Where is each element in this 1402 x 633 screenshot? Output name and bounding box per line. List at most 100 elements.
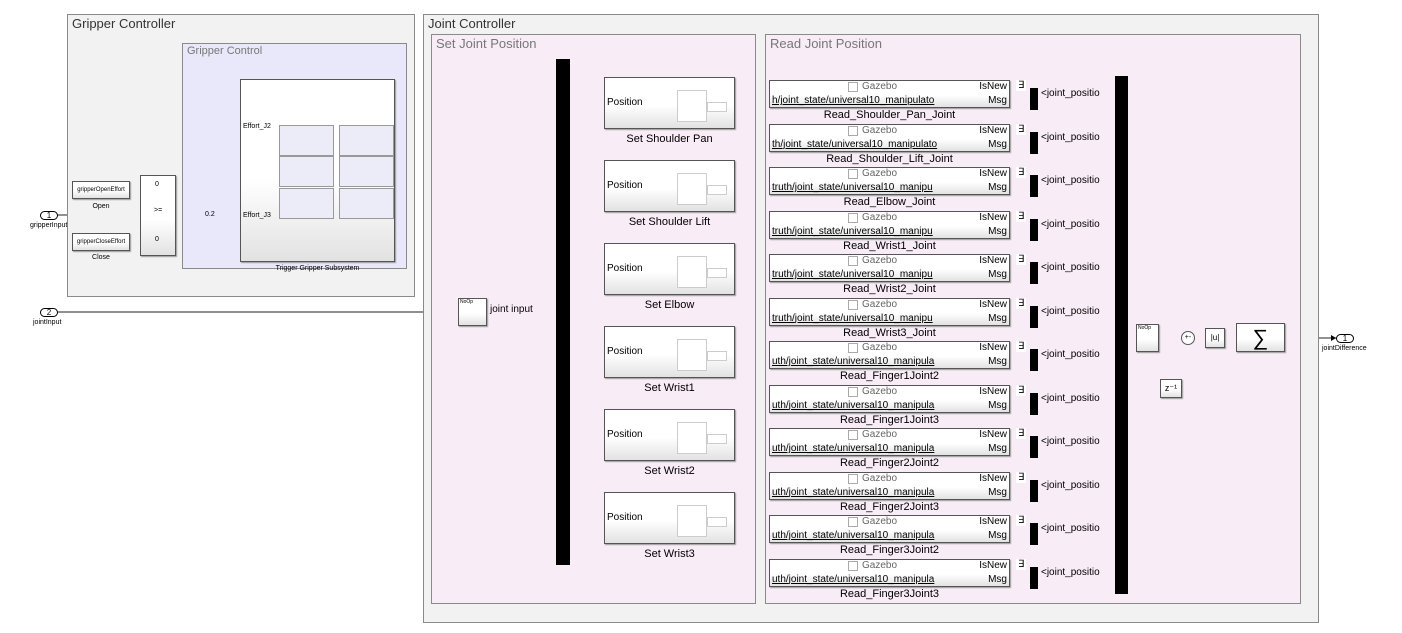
sum-of-elements[interactable]: ∑ <box>1236 323 1285 352</box>
gripper-joint-subsystem <box>339 125 394 156</box>
switch-criterion: >= <box>154 207 163 214</box>
read-joint-block[interactable]: Gazebo IsNew Msg uth/joint_state/univers… <box>769 384 1010 413</box>
gazebo-icon <box>848 386 858 397</box>
topic-name: th/joint_state/universal10_manipulato <box>772 138 938 150</box>
trigger-gripper-subsystem[interactable]: Effort_J2 Effort_J3 <box>240 79 395 262</box>
read-joint-block[interactable]: Gazebo IsNew Msg uth/joint_state/univers… <box>769 341 1010 369</box>
joint-input-demux[interactable]: NoOp <box>458 298 487 326</box>
unit-delay[interactable]: z⁻¹ <box>1160 379 1182 398</box>
bus-selector[interactable] <box>1030 392 1038 415</box>
bus-selector-label: <joint_positio <box>1041 305 1100 317</box>
gazebo-icon <box>848 169 858 179</box>
read-joint-block[interactable]: Gazebo IsNew Msg truth/joint_state/unive… <box>769 254 1010 282</box>
inport-1[interactable]: 1 <box>40 211 58 220</box>
gazebo-label: Gazebo <box>862 211 898 223</box>
bus-selector-label: <joint_positio <box>1041 262 1100 273</box>
read-block-label: Read_Finger2Joint2 <box>839 457 940 469</box>
msg-port: Msg <box>988 225 1007 237</box>
close-constant[interactable]: gripperCloseEffort <box>72 233 130 251</box>
bus-selector[interactable] <box>1030 305 1038 328</box>
set-joint-block[interactable]: Position <box>604 243 735 295</box>
read-block-label: Read_Wrist3_Joint <box>843 326 936 339</box>
inport-2[interactable]: 2 <box>40 308 58 317</box>
isnew-port: IsNew <box>979 298 1007 310</box>
msg-port: Msg <box>988 356 1007 367</box>
isnew-port: IsNew <box>979 516 1007 527</box>
read-joint-block[interactable]: Gazebo IsNew Msg h/joint_state/universal… <box>769 80 1010 108</box>
bus-selector[interactable] <box>1030 88 1038 110</box>
read-joint-block[interactable]: Gazebo IsNew Msg th/joint_state/universa… <box>769 123 1010 152</box>
set-joint-block[interactable]: Position <box>604 77 735 129</box>
isnew-port: IsNew <box>979 168 1007 179</box>
open-constant[interactable]: gripperOpenEffort <box>72 181 130 199</box>
set-demux-bar[interactable] <box>556 59 570 565</box>
set-joint-label: Set Elbow <box>644 299 695 311</box>
bus-selector[interactable] <box>1030 436 1038 458</box>
data-type-conversion[interactable]: NoOp <box>1136 324 1159 352</box>
read-joint-block[interactable]: Gazebo IsNew Msg uth/joint_state/univers… <box>769 515 1010 543</box>
position-port: Position <box>607 263 643 274</box>
bus-selector[interactable] <box>1030 175 1038 197</box>
gazebo-icon <box>848 343 858 353</box>
set-joint-block[interactable]: Position <box>604 409 735 461</box>
read-mux-bar[interactable] <box>1115 76 1128 594</box>
read-block-label: Read_Finger3Joint2 <box>839 544 940 556</box>
gazebo-icon <box>848 430 858 440</box>
msg-port: Msg <box>988 573 1007 585</box>
set-joint-block[interactable]: Position <box>604 492 735 544</box>
isnew-port: IsNew <box>979 124 1007 136</box>
read-joint-position-title: Read Joint Position <box>770 36 883 51</box>
msg-port: Msg <box>988 138 1007 150</box>
read-joint-block[interactable]: Gazebo IsNew Msg uth/joint_state/univers… <box>769 471 1010 500</box>
position-port: Position <box>607 429 643 440</box>
terminator-icon: ∃ <box>1016 167 1027 178</box>
bus-selector-label: <joint_positio <box>1041 88 1100 99</box>
isnew-port: IsNew <box>979 255 1007 266</box>
bus-selector[interactable] <box>1030 131 1038 154</box>
abs-block[interactable]: |u| <box>1205 328 1225 348</box>
gazebo-label: Gazebo <box>862 124 898 136</box>
gazebo-icon <box>848 256 858 266</box>
read-block-label: Read_Finger1Joint3 <box>839 413 940 426</box>
noop-tag: NoOp <box>1138 325 1152 331</box>
gazebo-label: Gazebo <box>862 516 898 527</box>
msg-port: Msg <box>988 312 1007 324</box>
noop-tag: NoOp <box>460 299 474 305</box>
bus-selector[interactable] <box>1030 218 1038 241</box>
read-joint-block[interactable]: Gazebo IsNew Msg truth/joint_state/unive… <box>769 210 1010 239</box>
topic-name: uth/joint_state/universal10_manipula <box>772 399 935 411</box>
bus-selector[interactable] <box>1030 262 1038 284</box>
read-block-label: Read_Wrist2_Joint <box>843 283 936 295</box>
sum-block[interactable]: +- <box>1181 331 1195 345</box>
port-effort-j3: Effort_J3 <box>243 212 271 219</box>
topic-name: uth/joint_state/universal10_manipula <box>772 443 935 454</box>
bus-selector[interactable] <box>1030 523 1038 545</box>
set-joint-block[interactable]: Position <box>604 326 735 378</box>
msg-port: Msg <box>988 95 1007 106</box>
msg-port: Msg <box>988 399 1007 411</box>
bus-selector-label: <joint_positio <box>1041 436 1100 447</box>
set-joint-label: Set Shoulder Lift <box>628 216 711 228</box>
gazebo-icon <box>848 82 858 92</box>
bus-selector[interactable] <box>1030 479 1038 502</box>
read-joint-block[interactable]: Gazebo IsNew Msg uth/joint_state/univers… <box>769 558 1010 587</box>
set-joint-block[interactable]: Position <box>604 160 735 212</box>
read-joint-block[interactable]: Gazebo IsNew Msg uth/joint_state/univers… <box>769 428 1010 456</box>
gazebo-label: Gazebo <box>862 342 898 353</box>
gazebo-label: Gazebo <box>862 385 898 397</box>
msg-port: Msg <box>988 486 1007 498</box>
isnew-port: IsNew <box>979 559 1007 571</box>
switch-block[interactable]: >= 0 0 <box>140 175 176 256</box>
gazebo-label: Gazebo <box>862 429 898 440</box>
bus-selector-label: <joint_positio <box>1041 218 1100 230</box>
bus-selector[interactable] <box>1030 349 1038 371</box>
isnew-port: IsNew <box>979 385 1007 397</box>
bus-selector[interactable] <box>1030 566 1038 589</box>
inport-1-label: gripperInput <box>30 222 68 229</box>
read-joint-block[interactable]: Gazebo IsNew Msg truth/joint_state/unive… <box>769 167 1010 195</box>
bus-selector-label: <joint_positio <box>1041 523 1100 534</box>
read-joint-block[interactable]: Gazebo IsNew Msg truth/joint_state/unive… <box>769 297 1010 326</box>
outport-1[interactable]: 1 <box>1336 334 1354 343</box>
topic-name: uth/joint_state/universal10_manipula <box>772 530 935 541</box>
isnew-port: IsNew <box>979 81 1007 92</box>
